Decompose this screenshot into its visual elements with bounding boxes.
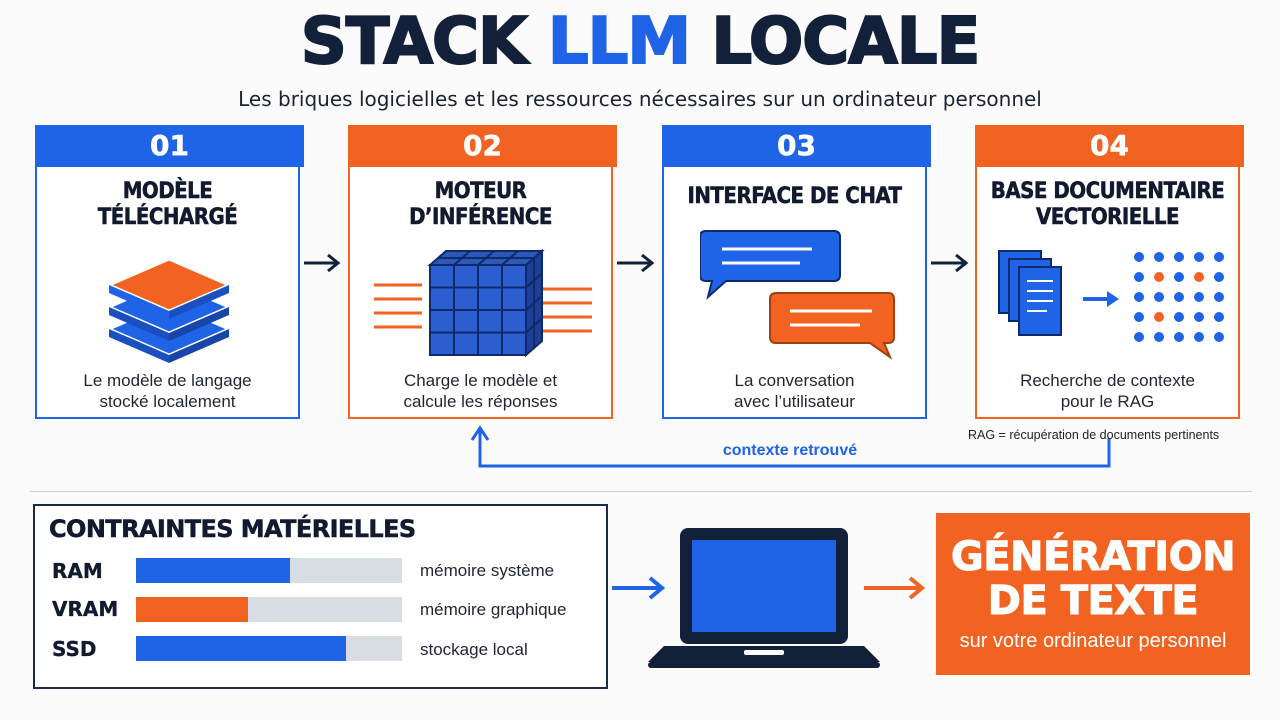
arrow-icon: [304, 253, 341, 273]
arrow-icon: [617, 253, 655, 273]
arrow-icon: [931, 253, 969, 273]
hw-bar-fill: [136, 636, 347, 661]
hw-bar-vram: [136, 597, 402, 622]
laptop-icon: [648, 528, 880, 668]
hw-bar-ssd: [136, 636, 402, 661]
arrow-icon: [612, 576, 666, 600]
hw-bar-ram: [136, 558, 402, 583]
hw-desc-ssd: stockage local: [420, 640, 528, 659]
step-number: 01: [35, 125, 304, 167]
generation-subtitle: sur votre ordinateur personnel: [959, 630, 1227, 652]
hw-bar-fill: [136, 597, 248, 622]
arrow-icon: [864, 576, 926, 600]
hw-desc-ram: mémoire système: [420, 561, 555, 580]
layers-icon: [105, 257, 233, 363]
step-number: 03: [662, 125, 931, 167]
section-divider: [30, 491, 1252, 492]
hw-label-ssd: SSD: [52, 637, 97, 661]
rag-footnote: RAG = récupération de documents pertinen…: [968, 428, 1220, 442]
step-title: INTERFACE DE CHAT: [687, 184, 902, 210]
hw-desc-vram: mémoire graphique: [420, 600, 567, 619]
documents-to-vectors-icon: [998, 250, 1224, 342]
page-title: STACK LLM LOCALE: [300, 4, 982, 80]
hw-label-ram: RAM: [52, 559, 103, 583]
hardware-title: CONTRAINTES MATÉRIELLES: [49, 515, 417, 544]
step-number: 02: [348, 125, 617, 167]
feedback-label: contexte retrouvé: [722, 442, 858, 459]
hw-label-vram: VRAM: [52, 597, 119, 621]
feedback-loop-arrow: [470, 425, 1111, 468]
chat-bubbles-icon: [700, 230, 895, 360]
cube-grid-icon: [374, 248, 592, 358]
step-number: 04: [975, 125, 1244, 167]
hw-bar-fill: [136, 558, 291, 583]
page-subtitle: Les briques logicielles et les ressource…: [238, 87, 1042, 111]
